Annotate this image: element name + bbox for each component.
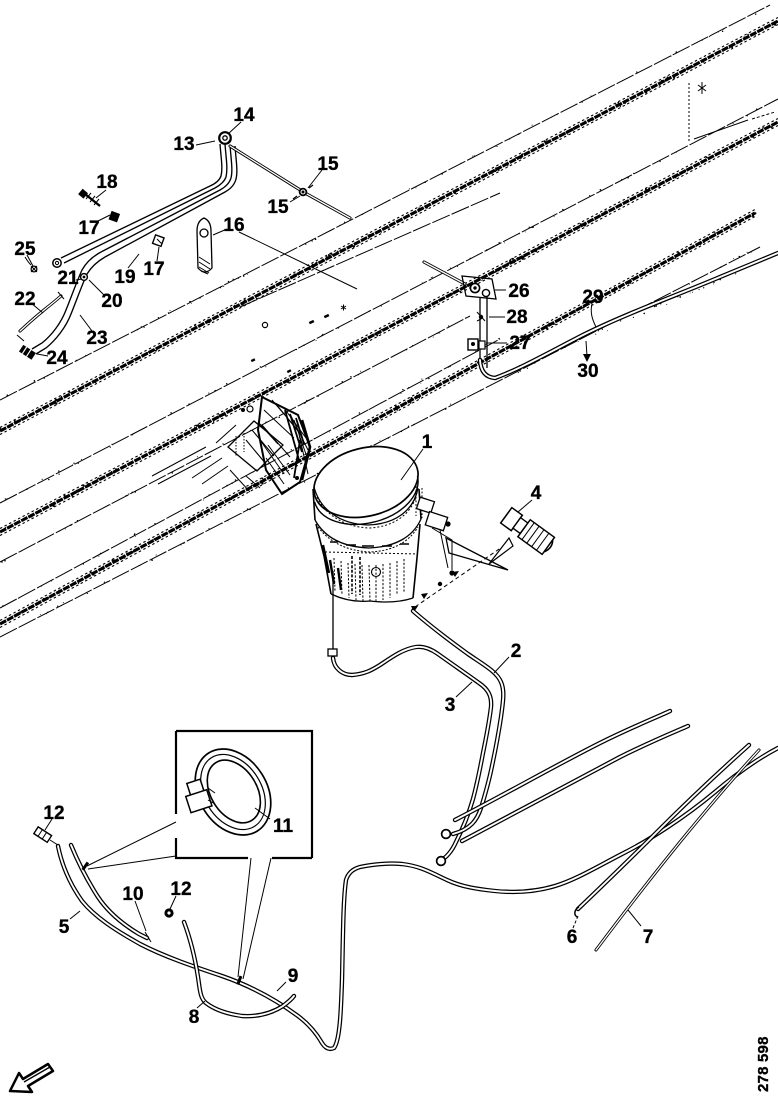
svg-text:2: 2 [511, 641, 522, 662]
svg-text:12: 12 [170, 879, 191, 900]
svg-text:23: 23 [86, 328, 107, 349]
svg-text:5: 5 [59, 917, 70, 938]
svg-text:15: 15 [317, 154, 339, 175]
svg-text:12: 12 [43, 803, 64, 824]
svg-text:4: 4 [531, 483, 542, 504]
svg-text:22: 22 [14, 289, 35, 310]
svg-text:278 598: 278 598 [755, 1036, 772, 1092]
svg-text:28: 28 [506, 307, 527, 328]
svg-text:3: 3 [445, 695, 456, 716]
svg-text:8: 8 [189, 1007, 200, 1028]
svg-text:9: 9 [288, 966, 299, 987]
svg-text:10: 10 [122, 884, 143, 905]
svg-text:19: 19 [114, 267, 135, 288]
svg-text:14: 14 [233, 105, 255, 126]
svg-text:17: 17 [143, 259, 164, 280]
svg-text:15: 15 [267, 197, 289, 218]
svg-text:24: 24 [46, 348, 68, 369]
svg-text:29: 29 [582, 287, 603, 308]
svg-text:18: 18 [96, 172, 117, 193]
svg-text:21: 21 [57, 268, 79, 289]
svg-text:25: 25 [14, 239, 36, 260]
svg-text:13: 13 [173, 134, 194, 155]
svg-text:7: 7 [643, 927, 654, 948]
svg-text:16: 16 [223, 215, 244, 236]
svg-text:11: 11 [273, 816, 294, 837]
svg-text:20: 20 [101, 291, 122, 312]
svg-text:1: 1 [422, 432, 433, 453]
svg-text:26: 26 [508, 281, 529, 302]
svg-text:30: 30 [577, 361, 598, 382]
svg-text:17: 17 [78, 218, 99, 239]
svg-text:27: 27 [509, 333, 530, 354]
svg-text:6: 6 [567, 927, 578, 948]
